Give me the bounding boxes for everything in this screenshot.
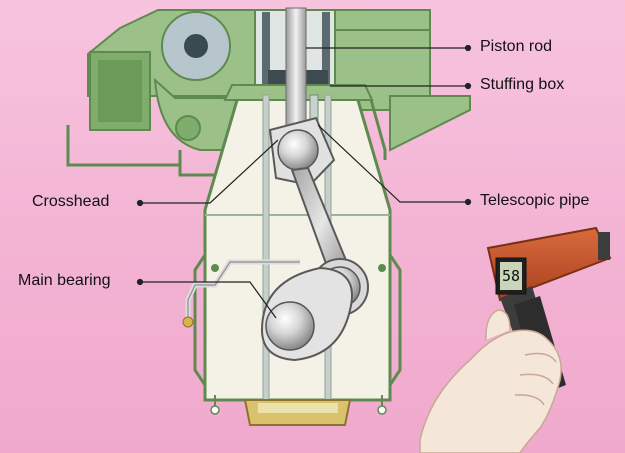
crank-web (260, 266, 353, 362)
thermometer-reading: 58 (502, 267, 520, 285)
lube-pipe (182, 259, 300, 328)
main-bearing-journal (265, 301, 315, 351)
leader-lines (136, 44, 472, 319)
label-telescopic-pipe: Telescopic pipe (480, 192, 590, 209)
label-main-bearing: Main bearing (18, 272, 111, 289)
crosshead (268, 116, 336, 187)
hand-icon (419, 309, 562, 453)
label-piston-rod: Piston rod (480, 38, 553, 55)
label-crosshead: Crosshead (32, 193, 110, 210)
piston-rod (285, 7, 307, 139)
label-stuffing-box: Stuffing box (480, 76, 565, 93)
